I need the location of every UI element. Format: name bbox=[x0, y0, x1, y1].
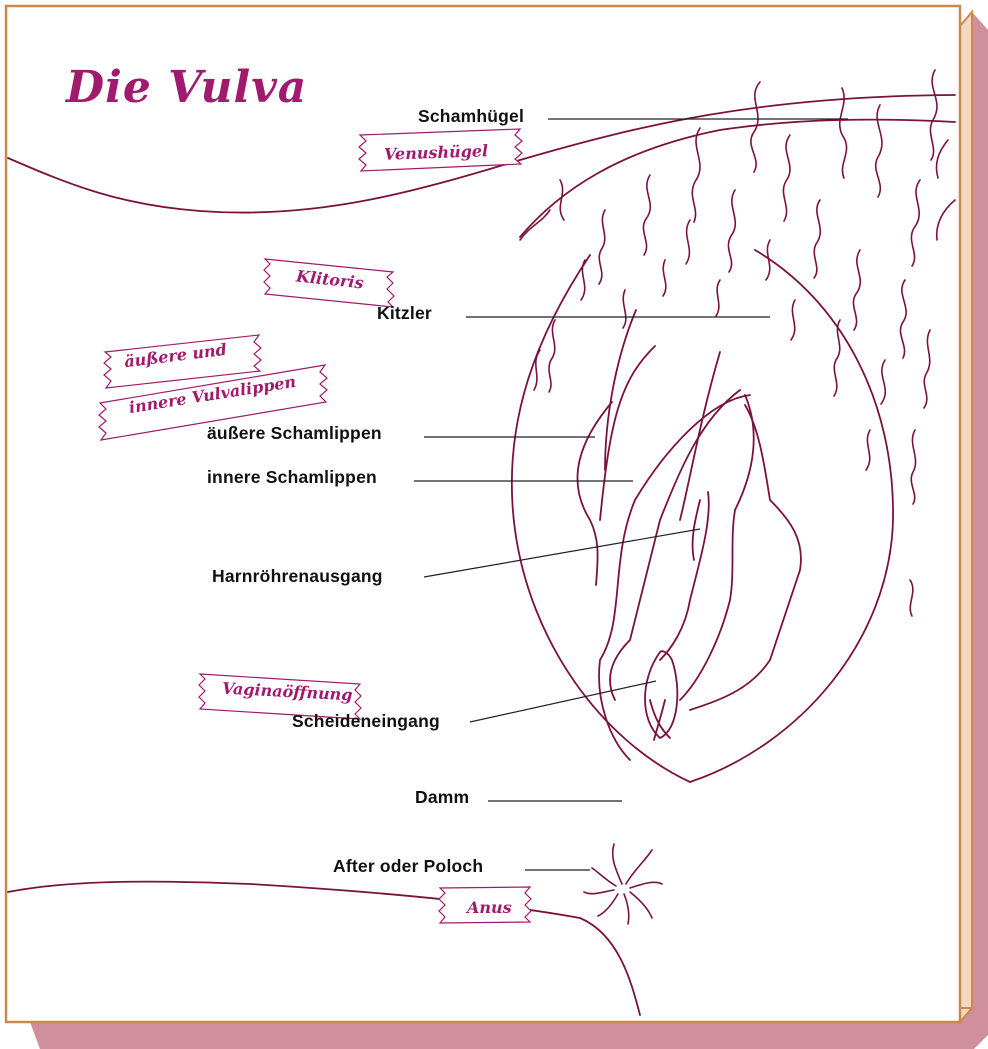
label-kitzler: Kitzler bbox=[377, 305, 432, 323]
tag-venushuegel: Venushügel bbox=[384, 143, 489, 163]
label-aeussere-schamlippen: äußere Schamlippen bbox=[207, 425, 382, 443]
label-damm: Damm bbox=[415, 789, 469, 807]
label-scheideneingang: Scheideneingang bbox=[292, 713, 440, 731]
label-schamhuegel: Schamhügel bbox=[418, 108, 524, 126]
label-after: After oder Poloch bbox=[333, 858, 483, 876]
label-harnroehrenausgang: Harnröhrenausgang bbox=[212, 568, 383, 586]
label-innere-schamlippen: innere Schamlippen bbox=[207, 469, 377, 487]
page-title: Die Vulva bbox=[66, 66, 307, 110]
tag-anus: Anus bbox=[467, 900, 512, 916]
